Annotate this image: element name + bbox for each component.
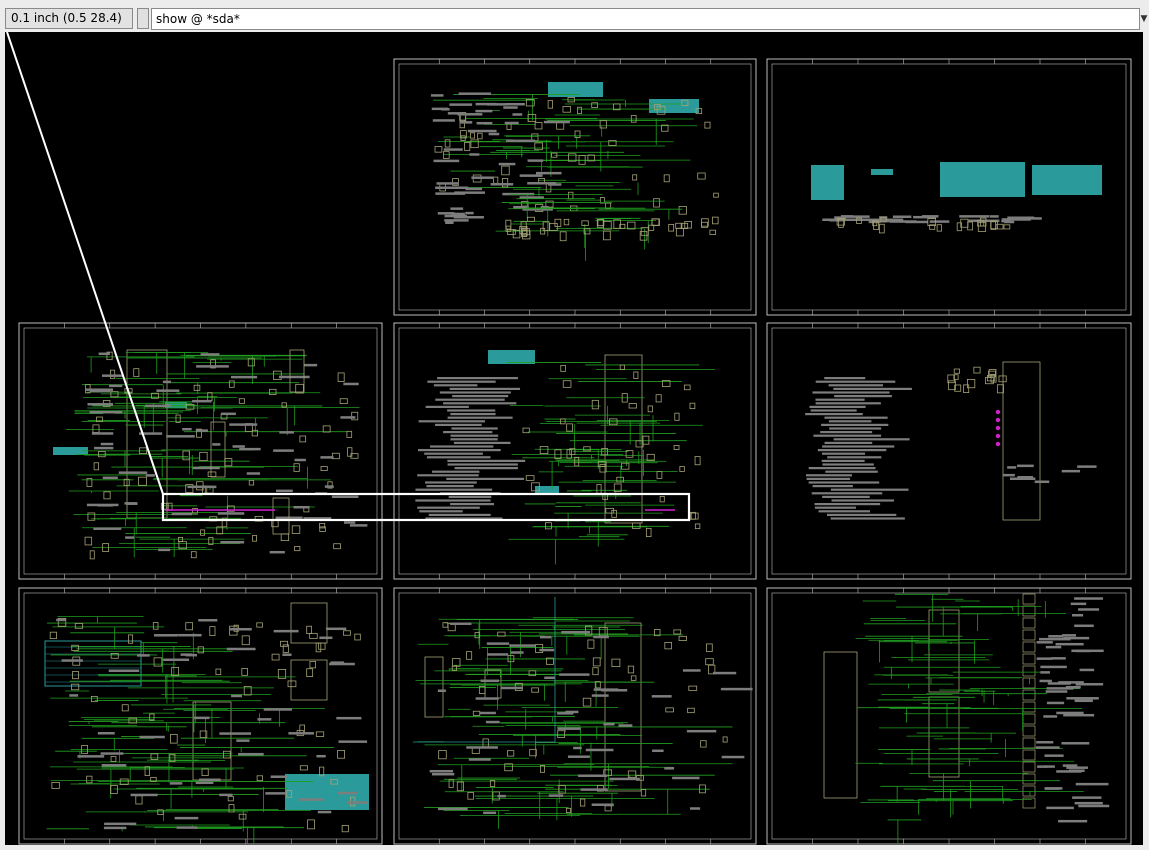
splitter-handle[interactable] <box>137 8 149 29</box>
scrollbar-right[interactable] <box>1143 32 1149 845</box>
schematic-canvas[interactable] <box>5 32 1143 845</box>
scrollbar-bottom[interactable] <box>0 845 1149 850</box>
schematic-drawing <box>6 32 1132 845</box>
schematic-sheet <box>393 587 757 845</box>
schematic-sheet <box>766 58 1132 316</box>
schematic-sheet <box>18 322 383 580</box>
schematic-sheet <box>18 587 383 845</box>
command-input[interactable] <box>151 8 1140 30</box>
schematic-sheet <box>393 322 757 580</box>
chevron-down-icon[interactable]: ▼ <box>1140 14 1148 24</box>
coordinate-readout: 0.1 inch (0.5 28.4) <box>5 8 133 29</box>
toolbar: 0.1 inch (0.5 28.4) ▼ <box>0 0 1149 32</box>
schematic-sheet <box>393 58 757 316</box>
schematic-sheet <box>766 322 1132 580</box>
schematic-sheet <box>766 587 1132 845</box>
